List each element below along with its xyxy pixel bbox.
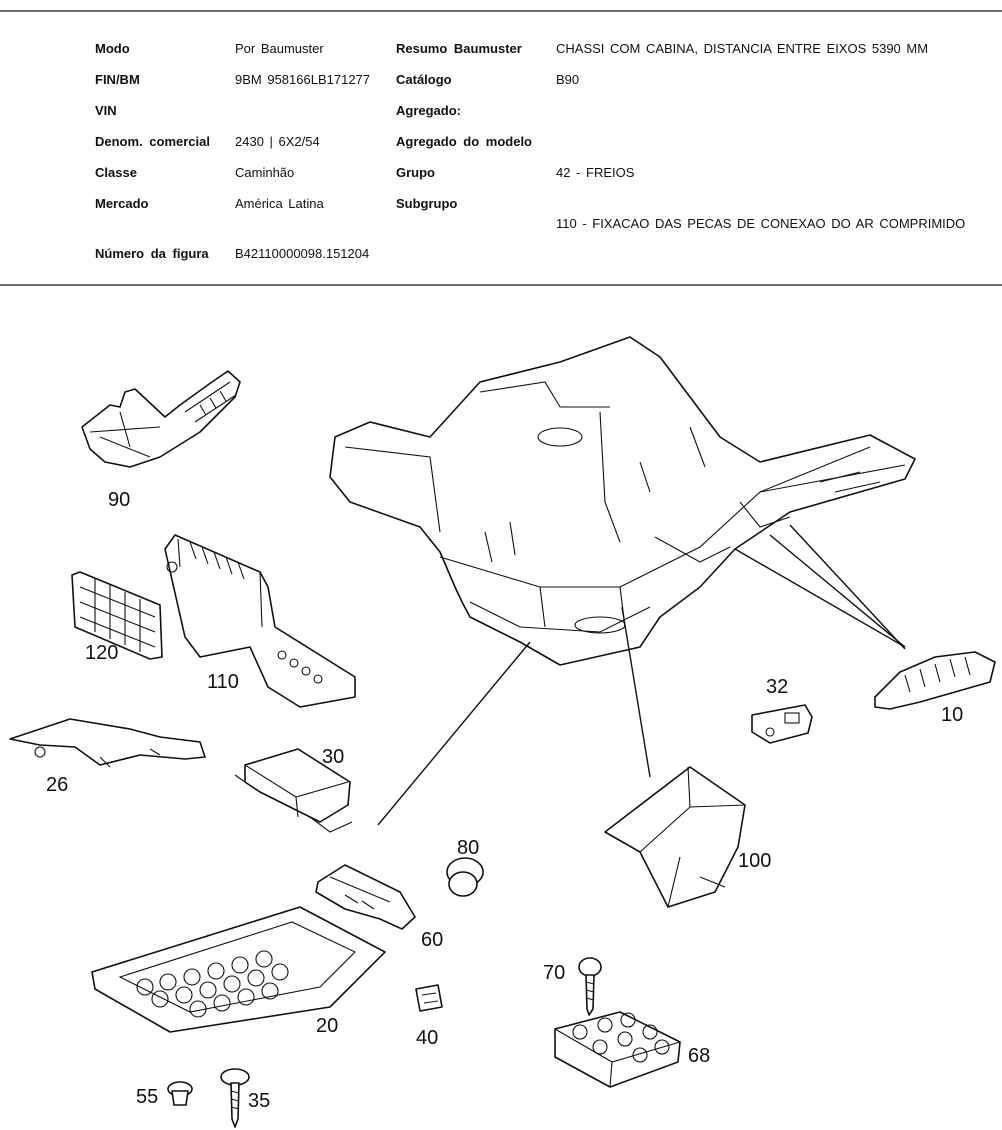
label-part-68: 68 [688,1045,710,1067]
label-subgrupo: Subgrupo [396,196,458,211]
label-part-55: 55 [136,1086,158,1108]
part-70-screw [578,957,602,1016]
label-part-80: 80 [457,837,479,859]
info-panel: Modo Por Baumuster FIN/BM 9BM 958166LB17… [0,12,1002,284]
part-10-clip [874,651,996,710]
label-resumo-baumuster: Resumo Baumuster [396,41,522,56]
label-part-110: 110 [207,671,239,693]
part-90-bracket [81,370,241,468]
chassis-floor-assembly [329,336,916,666]
label-part-35: 35 [248,1090,270,1112]
part-number-labels: 90 120 110 26 30 32 10 80 100 60 20 40 7… [46,489,963,1112]
value-numero-figura: B42110000098.151204 [235,246,370,261]
label-fin-bm: FIN/BM [95,72,140,87]
label-denom-comercial: Denom. comercial [95,134,210,149]
top-divider [0,10,1002,12]
value-fin-bm: 9BM 958166LB171277 [235,72,371,87]
parts-diagram: 90 120 110 26 30 32 10 80 100 60 20 40 7… [0,287,1002,1130]
label-grupo: Grupo [396,165,435,180]
label-part-32: 32 [766,676,788,698]
value-subgrupo: 110 - FIXACAO DAS PECAS DE CONEXAO DO AR… [556,216,966,231]
label-part-26: 26 [46,774,68,796]
label-part-20: 20 [316,1015,338,1037]
value-classe: Caminhão [235,165,295,180]
label-agregado-modelo: Agregado do modelo [396,134,532,149]
part-120-clip [71,571,163,660]
label-part-70: 70 [543,962,565,984]
label-part-10: 10 [941,704,963,726]
part-68-block [554,1011,681,1088]
label-part-120: 120 [85,642,118,664]
part-60-block [315,864,416,930]
part-55-nut [167,1081,193,1106]
label-vin: VIN [95,103,117,118]
value-grupo: 42 - FREIOS [556,165,635,180]
value-denom-comercial: 2430 | 6X2/54 [235,134,320,149]
label-part-40: 40 [416,1027,438,1049]
label-modo: Modo [95,41,130,56]
label-part-30: 30 [322,746,344,768]
part-30-cover [234,748,353,833]
part-100-housing [604,766,746,908]
label-mercado: Mercado [95,196,149,211]
part-26-plate [9,718,206,768]
bottom-divider [0,284,1002,286]
value-modo: Por Baumuster [235,41,324,56]
leader-lines [377,524,906,826]
part-40-clip [415,984,443,1012]
label-part-60: 60 [421,929,443,951]
label-agregado: Agregado: [396,103,461,118]
value-catalogo: B90 [556,72,580,87]
label-part-90: 90 [108,489,130,511]
part-35-screw [220,1068,250,1128]
part-20-tray [91,906,386,1033]
value-resumo-baumuster: CHASSI COM CABINA, DISTANCIA ENTRE EIXOS… [556,41,929,56]
label-part-100: 100 [738,850,771,872]
part-110-bracket [164,534,356,708]
label-catalogo: Catálogo [396,72,452,87]
part-80-cap [446,857,484,897]
label-classe: Classe [95,165,137,180]
label-numero-figura: Número da figura [95,246,209,261]
value-mercado: América Latina [235,196,324,211]
part-32-plug [751,704,813,744]
